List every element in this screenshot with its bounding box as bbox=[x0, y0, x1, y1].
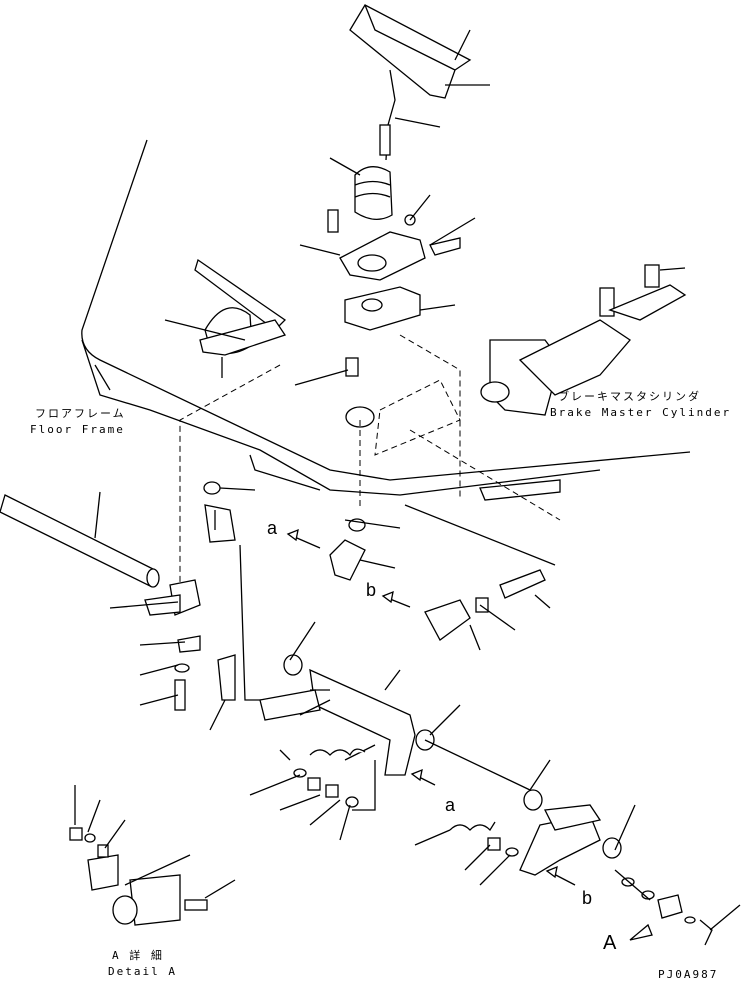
floor-frame bbox=[81, 139, 691, 501]
direction-arrows bbox=[286, 528, 653, 941]
left-pedal-assembly bbox=[194, 258, 287, 378]
ref-a-upper: a bbox=[267, 518, 278, 538]
drawing-code: PJ0A987 bbox=[658, 968, 719, 981]
floor-frame-label-jp: フロアフレーム bbox=[35, 407, 126, 420]
mounting-bracket bbox=[179, 334, 561, 600]
brake-master-label-jp: ブレーキマスタシリンダ bbox=[558, 390, 701, 403]
ref-b-upper: b bbox=[366, 580, 377, 600]
detail-a-components bbox=[69, 827, 208, 926]
ref-a-lower: a bbox=[445, 795, 456, 815]
ref-b-lower: b bbox=[582, 888, 593, 908]
floor-frame-label-en: Floor Frame bbox=[30, 423, 125, 436]
central-lever bbox=[259, 654, 531, 811]
right-lever bbox=[449, 789, 713, 946]
leader-lines bbox=[74, 29, 741, 931]
linkage-rods bbox=[203, 481, 556, 701]
shaft-clamp bbox=[144, 579, 201, 711]
view-a-label: A bbox=[603, 932, 617, 954]
cross-shaft bbox=[0, 491, 160, 588]
brake-master-cylinder bbox=[480, 264, 687, 416]
detail-a-label-en: Detail A bbox=[108, 965, 177, 978]
brake-master-label-en: Brake Master Cylinder bbox=[550, 406, 732, 419]
detail-a-label-jp: A 詳 細 bbox=[112, 949, 164, 962]
brake-pedal-assembly bbox=[327, 4, 472, 428]
